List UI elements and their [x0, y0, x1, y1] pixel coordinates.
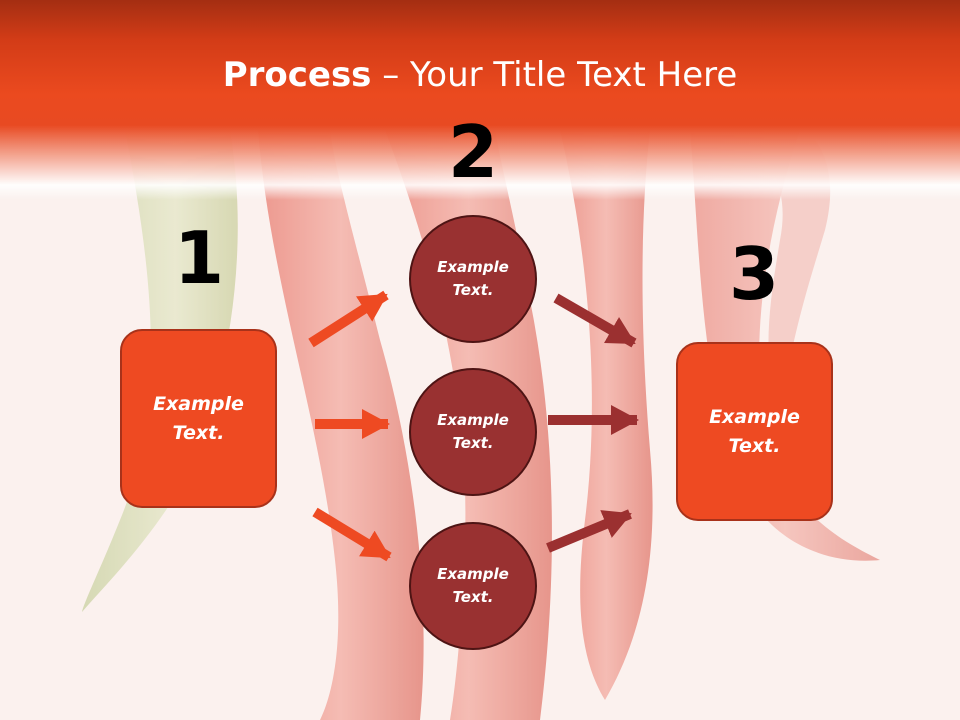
- title-banner: [0, 0, 960, 200]
- process-circle-top: Example Text.: [409, 215, 537, 343]
- arrow-bottom-to-right: [546, 509, 632, 553]
- process-circle-top-text: Example Text.: [437, 258, 509, 299]
- page-title: Process – Your Title Text Here: [0, 52, 960, 98]
- left-step-box: Example Text.: [120, 329, 277, 508]
- step-number-3: 3: [728, 232, 780, 316]
- process-circle-bottom: Example Text.: [409, 522, 537, 650]
- arrow-left-to-top: [308, 290, 389, 348]
- process-circle-bottom-text: Example Text.: [437, 565, 509, 606]
- arrow-top-to-right: [553, 293, 637, 348]
- title-rest: – Your Title Text Here: [371, 55, 738, 95]
- arrow-left-to-bottom: [312, 507, 392, 562]
- left-step-box-text: Example Text.: [153, 392, 244, 444]
- title-bold: Process: [222, 55, 372, 95]
- step-number-1: 1: [173, 216, 225, 300]
- right-step-box: Example Text.: [676, 342, 833, 521]
- step-number-2: 2: [447, 110, 499, 194]
- right-step-box-text: Example Text.: [709, 405, 800, 457]
- process-circle-middle-text: Example Text.: [437, 411, 509, 452]
- process-circle-middle: Example Text.: [409, 368, 537, 496]
